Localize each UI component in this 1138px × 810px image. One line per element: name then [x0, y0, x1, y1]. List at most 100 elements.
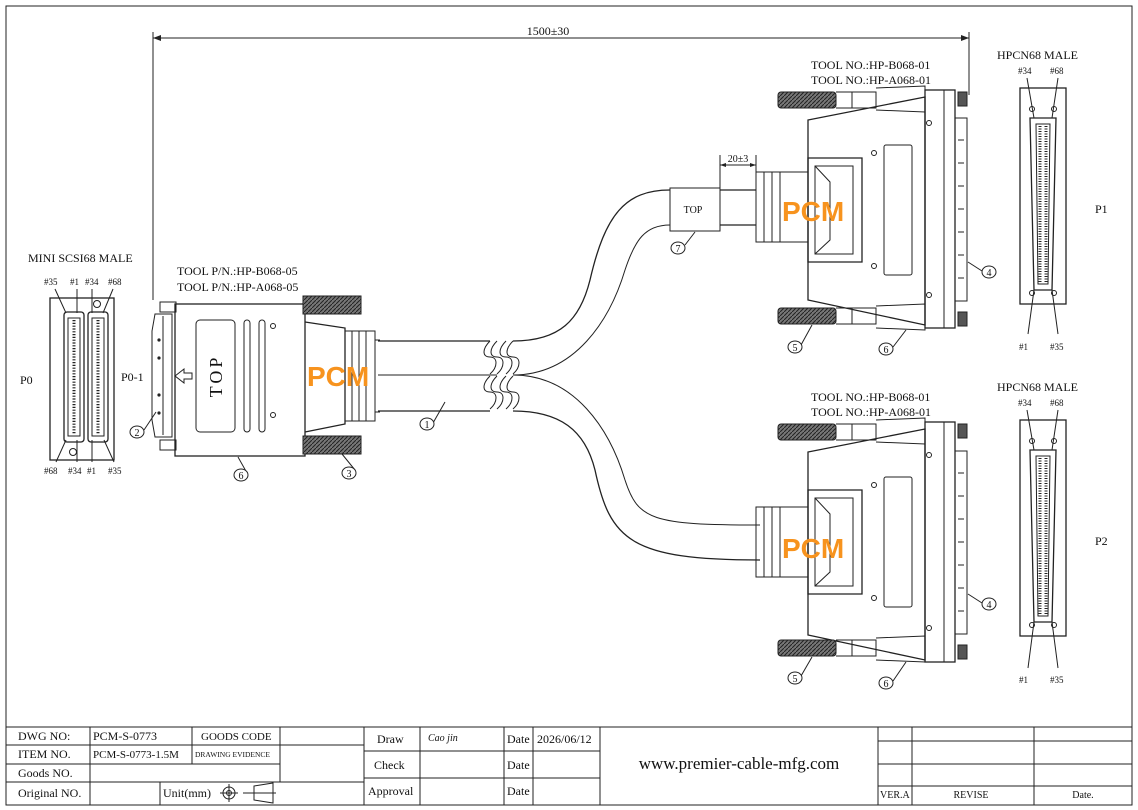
draw-label: Draw [377, 732, 404, 746]
p1-latch-top [777, 91, 837, 109]
p0-pin-34-bottom: #34 [68, 466, 82, 476]
p2-pin-1: #1 [1019, 675, 1028, 685]
p2-pin-35: #35 [1050, 675, 1064, 685]
p2-name: P2 [1095, 534, 1108, 548]
svg-text:5: 5 [793, 343, 798, 354]
p0-top-label: TOP [206, 355, 226, 398]
svg-text:4: 4 [987, 600, 992, 611]
svg-text:PCM: PCM [782, 533, 844, 564]
sleeve-length-label: 20±3 [728, 154, 749, 165]
dwg-no-value: PCM-S-0773 [93, 729, 157, 743]
svg-text:6: 6 [884, 679, 889, 690]
p0-pin-35-bottom: #35 [108, 466, 122, 476]
p0-pin-34-top: #34 [85, 277, 99, 287]
p1-pin-1: #1 [1019, 342, 1028, 352]
p2-pin-34: #34 [1018, 398, 1032, 408]
overall-length-dimension: 1500±30 [152, 24, 970, 300]
p2-face-view: HPCN68 MALE #34 #68 #1 #35 P2 [997, 380, 1108, 685]
p1-latch-bottom [777, 307, 837, 325]
svg-text:PCM: PCM [782, 196, 844, 227]
revise-label: REVISE [954, 790, 989, 801]
svg-text:6: 6 [239, 471, 244, 482]
rev-date-label: Date. [1072, 790, 1093, 801]
p1-tool-line2: TOOL NO.:HP-A068-01 [811, 73, 931, 87]
callout-1: 1 [419, 401, 446, 431]
top-sleeve: TOP 20±3 [669, 154, 757, 232]
overall-length-label: 1500±30 [527, 24, 570, 38]
p0-pin-35-top: #35 [44, 277, 58, 287]
p0-shell [49, 297, 115, 461]
p0-name: P0 [20, 373, 33, 387]
p1-tool-line1: TOOL NO.:HP-B068-01 [811, 58, 930, 72]
callout-2: 2 [129, 411, 157, 439]
svg-text:5: 5 [793, 674, 798, 685]
p1-pin-68: #68 [1050, 66, 1064, 76]
pcm-logo-p2: PCM [782, 533, 844, 564]
p1-name: P1 [1095, 202, 1108, 216]
callout-4-p1: 4 [967, 261, 997, 279]
svg-text:3: 3 [347, 469, 352, 480]
drawing-evidence-label: DRAWING EVIDENCE [195, 750, 270, 759]
p0-tool-line2: TOOL P/N.:HP-A068-05 [177, 280, 298, 294]
unit-label: Unit(mm) [163, 786, 211, 800]
callout-4-p2: 4 [967, 593, 997, 611]
p0-side-view: TOOL P/N.:HP-B068-05 TOOL P/N.:HP-A068-0… [151, 264, 380, 457]
p0-thumbscrew-bottom [302, 435, 362, 455]
p0-pin-68-top: #68 [108, 277, 122, 287]
p2-tool-line1: TOOL NO.:HP-B068-01 [811, 390, 930, 404]
p0-pin-1-top: #1 [70, 277, 79, 287]
callout-3: 3 [341, 453, 357, 480]
arrow-left-icon [174, 367, 193, 385]
svg-text:2: 2 [135, 428, 140, 439]
p1-title: HPCN68 MALE [997, 48, 1078, 62]
callout-6-p0: 6 [233, 456, 249, 482]
callout-6-p2: 6 [878, 661, 907, 690]
p0-pin-1-bottom: #1 [87, 466, 96, 476]
p0-face-view: MINI SCSI68 MALE #35 #1 #34 #68 #68 #34 … [20, 251, 144, 476]
p0-thumbscrew-top [302, 295, 362, 315]
website-text: www.premier-cable-mfg.com [639, 754, 840, 773]
p2-latch-top [777, 423, 837, 441]
goods-no-label: Goods NO. [18, 766, 73, 780]
sleeve-label: TOP [684, 205, 703, 216]
item-no-value: PCM-S-0773-1.5M [93, 749, 179, 761]
draw-signature: Cao jin [428, 733, 458, 744]
callout-6-p1: 6 [878, 329, 907, 356]
svg-text:PCM: PCM [307, 361, 369, 392]
approval-date-label: Date [507, 784, 530, 798]
cable-bundle [378, 189, 761, 561]
pcm-logo-p0: PCM [307, 361, 369, 392]
callout-5-p2: 5 [787, 656, 813, 685]
p0-side-label: P0-1 [121, 370, 144, 384]
check-date-label: Date [507, 758, 530, 772]
p2-pin-68: #68 [1050, 398, 1064, 408]
drawing-frame [5, 5, 1133, 806]
title-block: DWG NO: PCM-S-0773 GOODS CODE ITEM NO. P… [6, 726, 1132, 805]
svg-text:1: 1 [425, 420, 430, 431]
p2-latch-bottom [777, 639, 837, 657]
projection-symbol-icon [220, 782, 276, 804]
p2-side-view: TOOL NO.:HP-B068-01 TOOL NO.:HP-A068-01 [755, 390, 968, 663]
pcm-logo-p1: PCM [782, 196, 844, 227]
p0-title: MINI SCSI68 MALE [28, 251, 133, 265]
callout-5-p1: 5 [787, 324, 813, 354]
original-no-label: Original NO. [18, 786, 81, 800]
svg-text:7: 7 [676, 244, 681, 255]
p1-pin-35: #35 [1050, 342, 1064, 352]
p0-pin-68-bottom: #68 [44, 466, 58, 476]
ver-label: VER.A [880, 790, 911, 801]
item-no-label: ITEM NO. [18, 747, 71, 761]
check-label: Check [374, 758, 405, 772]
p1-side-view: TOOL NO.:HP-B068-01 TOOL NO.:HP-A068-01 [755, 58, 968, 331]
p2-title: HPCN68 MALE [997, 380, 1078, 394]
callout-7: 7 [670, 231, 696, 255]
p0-tool-line1: TOOL P/N.:HP-B068-05 [177, 264, 298, 278]
goods-code-label: GOODS CODE [201, 731, 272, 743]
svg-text:4: 4 [987, 268, 992, 279]
draw-date-value: 2026/06/12 [537, 732, 592, 746]
dwg-no-label: DWG NO: [18, 729, 70, 743]
approval-label: Approval [368, 784, 414, 798]
p1-pin-34: #34 [1018, 66, 1032, 76]
p1-face-view: HPCN68 MALE #34 #68 #1 #35 P1 [997, 48, 1108, 352]
